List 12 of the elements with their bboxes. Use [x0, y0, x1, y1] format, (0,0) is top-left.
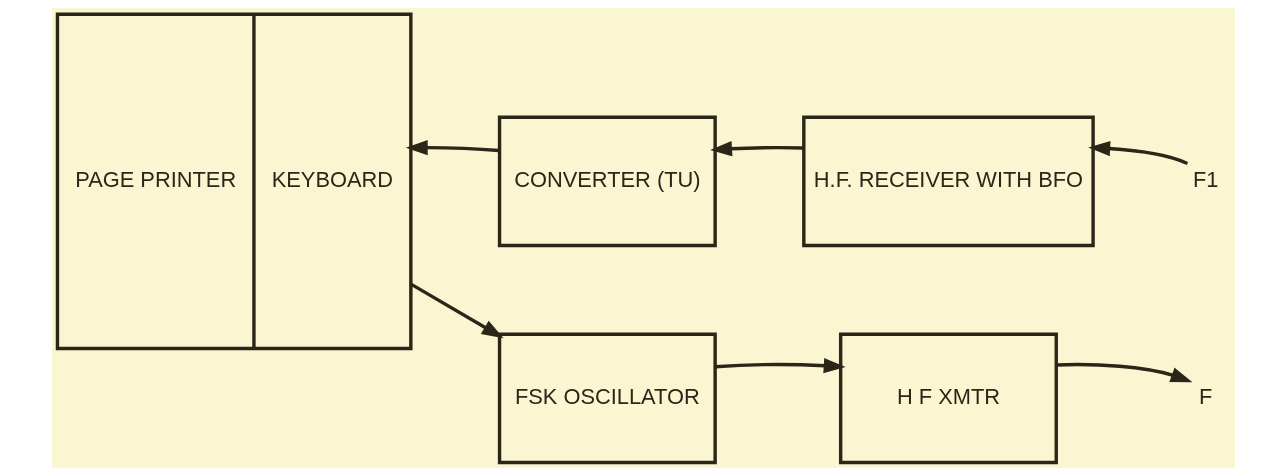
arrow — [409, 282, 504, 339]
arrow — [405, 139, 499, 156]
node-box: H.F. RECEIVER WITH BFO — [801, 115, 1095, 248]
node-text: F1 — [1192, 166, 1218, 192]
arrow — [714, 358, 846, 374]
node-box: H F XMTR — [838, 332, 1058, 465]
node-box: FSK OSCILLATOR — [497, 332, 717, 465]
node-text: F — [1198, 383, 1212, 409]
arrow — [1087, 140, 1188, 166]
node-box: CONVERTER (TU) — [497, 115, 717, 248]
arrow — [709, 141, 803, 157]
arrow — [1055, 362, 1192, 383]
